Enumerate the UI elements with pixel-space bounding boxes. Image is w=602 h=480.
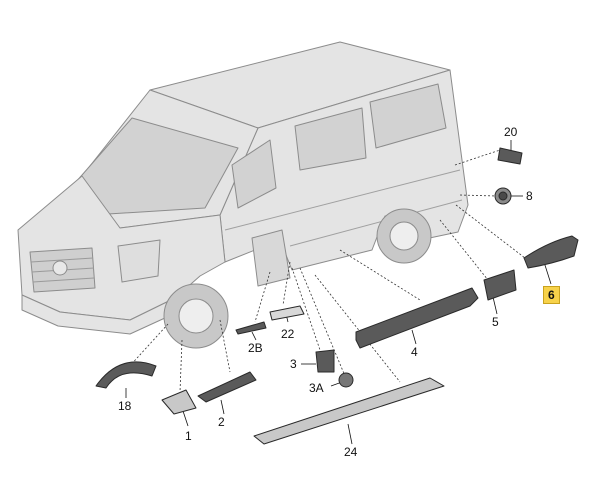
front-door-window (231, 139, 277, 209)
part-1-front-trim[interactable] (161, 389, 197, 415)
part-2B-trim-strip[interactable] (235, 321, 267, 335)
callout-24[interactable]: 24 (344, 445, 358, 459)
callout-3[interactable]: 3 (290, 357, 297, 371)
callout-6[interactable]: 6 (543, 286, 560, 304)
part-20-badge[interactable] (497, 147, 523, 165)
part-24-sill-panel[interactable] (253, 377, 445, 445)
callout-5[interactable]: 5 (492, 315, 499, 329)
callout-20[interactable]: 20 (504, 125, 518, 139)
parts (95, 147, 579, 445)
part-2-side-trim[interactable] (197, 371, 257, 403)
callout-8[interactable]: 8 (526, 189, 533, 203)
callout-18[interactable]: 18 (118, 399, 132, 413)
callout-1[interactable]: 1 (185, 429, 192, 443)
vw-badge (52, 260, 68, 276)
callout-2B[interactable]: 2B (248, 341, 263, 355)
van-illustration (17, 41, 469, 349)
side-window-2 (369, 83, 447, 149)
part-3A-cap[interactable] (338, 372, 354, 388)
part-3-cover[interactable] (315, 349, 335, 373)
part-18-wheel-arch-trim[interactable] (95, 361, 157, 389)
front-wheel-rim (178, 298, 214, 334)
headlight (117, 239, 161, 283)
part-5-trim[interactable] (483, 269, 517, 301)
part-22-trim-piece[interactable] (269, 305, 305, 321)
part-4-side-moulding[interactable] (355, 287, 479, 349)
callout-3A[interactable]: 3A (309, 381, 324, 395)
part-6-trim[interactable] (523, 235, 579, 269)
sliding-door-opening (251, 229, 291, 287)
rear-wheel-rim (389, 221, 419, 251)
callout-2[interactable]: 2 (218, 415, 225, 429)
callout-22[interactable]: 22 (281, 327, 295, 341)
callout-4[interactable]: 4 (411, 345, 418, 359)
side-window-1 (294, 107, 367, 171)
